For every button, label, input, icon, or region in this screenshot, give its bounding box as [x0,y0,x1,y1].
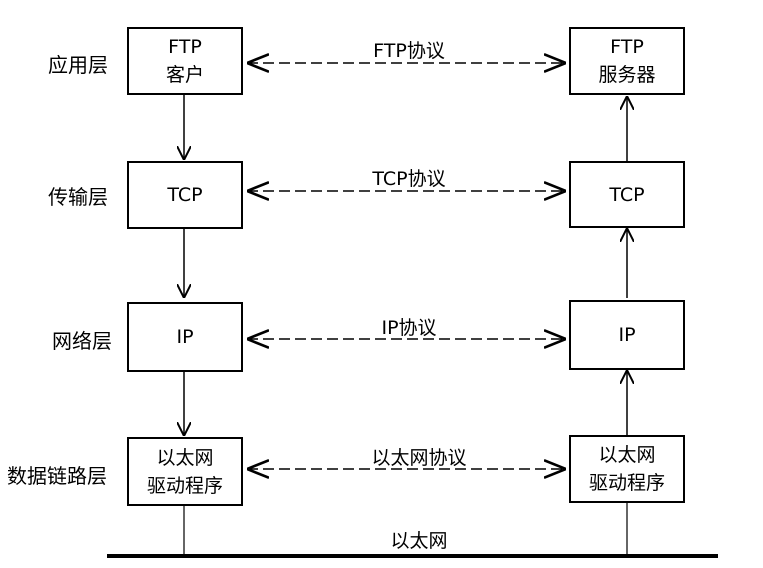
ethernet-driver-left-line2: 驱动程序 [146,474,223,497]
protocol-label-tcp: TCP协议 [372,168,446,190]
ip-left-box: IP [127,302,243,372]
ethernet-driver-right-box: 以太网 驱动程序 [569,435,685,503]
protocol-label-ip: IP协议 [381,317,437,339]
ip-left-label: IP [176,326,194,348]
ftp-server-box: FTP 服务器 [569,27,685,95]
network-label: 以太网 [390,530,448,552]
layer-label-transport: 传输层 [48,185,108,209]
ethernet-driver-right-line2: 驱动程序 [588,472,665,494]
ftp-client-line1: FTP [168,36,202,58]
ip-right-box: IP [569,300,685,370]
tcp-left-label: TCP [167,184,203,206]
ethernet-driver-left-box: 以太网 驱动程序 [127,437,243,506]
layer-label-application: 应用层 [48,53,108,77]
tcp-left-box: TCP [127,161,243,229]
ftp-server-line2: 服务器 [598,64,656,86]
ethernet-driver-left-line1: 以太网 [156,446,214,469]
ftp-client-line2: 客户 [165,64,204,86]
layer-label-datalink: 数据链路层 [7,464,107,488]
ftp-server-line1: FTP [610,36,644,58]
tcp-right-label: TCP [609,183,645,206]
protocol-label-ethernet: 以太网协议 [371,447,467,469]
tcp-right-box: TCP [569,161,685,228]
ethernet-driver-right-line1: 以太网 [598,444,656,466]
layer-label-network: 网络层 [52,329,112,353]
protocol-label-ftp: FTP协议 [373,40,445,62]
ftp-client-box: FTP 客户 [127,27,243,95]
ip-right-label: IP [618,324,636,346]
